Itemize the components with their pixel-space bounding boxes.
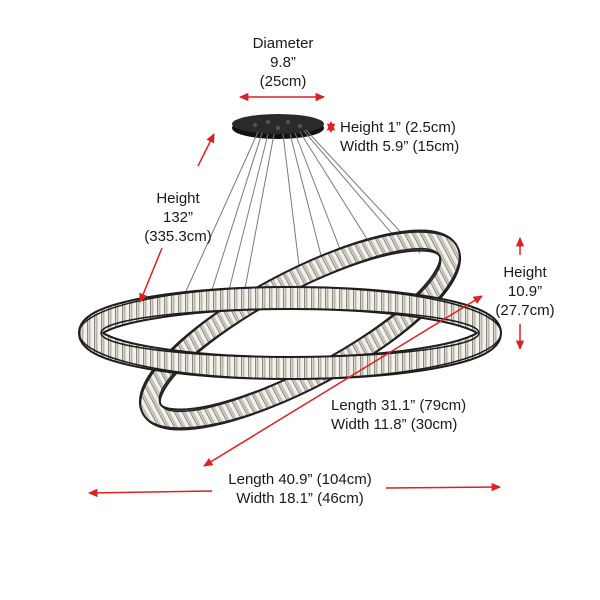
overall-height-label: Height 132” (335.3cm) bbox=[138, 189, 218, 246]
small-ring-length: Length 31.1” (79cm) bbox=[331, 397, 467, 414]
small-ring-dimensions-label: Length 31.1” (79cm) Width 11.8” (30cm) bbox=[331, 396, 466, 434]
small-ring-length-arrow bbox=[203, 295, 483, 467]
large-ring-length-arrow-right bbox=[385, 482, 502, 492]
canopy-height-text: Height 1” (2.5cm) bbox=[340, 119, 456, 136]
overall-height-title: Height bbox=[156, 190, 200, 207]
large-crystal-ring bbox=[78, 286, 502, 380]
canopy-diameter-label: Diameter 9.8” (25cm) bbox=[237, 34, 329, 91]
canopy-height-label: Height 1” (2.5cm) Width 5.9” (15cm) bbox=[340, 118, 459, 156]
canopy bbox=[232, 114, 324, 139]
canopy-width-text: Width 5.9” (15cm) bbox=[340, 138, 460, 155]
ring-height-cm: (27.7cm) bbox=[495, 302, 555, 319]
large-ring-dimensions-label: Length 40.9” (104cm) Width 18.1” (46cm) bbox=[212, 470, 388, 508]
overall-height-cm: (335.3cm) bbox=[144, 228, 212, 245]
large-ring-length: Length 40.9” (104cm) bbox=[228, 471, 372, 488]
ring-height-label: Height 10.9” (27.7cm) bbox=[490, 263, 560, 320]
large-ring-length-arrow-left bbox=[87, 488, 213, 498]
canopy-diameter-title: Diameter bbox=[252, 35, 314, 52]
overall-height-arrow-top bbox=[197, 133, 215, 167]
canopy-diameter-cm: (25cm) bbox=[259, 73, 307, 90]
canopy-diameter-inches: 9.8” bbox=[270, 54, 296, 71]
overall-height-inches: 132” bbox=[162, 209, 194, 226]
large-ring-width: Width 18.1” (46cm) bbox=[236, 490, 364, 507]
overall-height-arrow-bottom bbox=[139, 247, 163, 303]
ring-height-inches: 10.9” bbox=[507, 283, 543, 300]
dimension-arrows bbox=[87, 92, 525, 498]
ring-height-title: Height bbox=[503, 264, 547, 281]
small-ring-width: Width 11.8” (30cm) bbox=[331, 416, 458, 433]
